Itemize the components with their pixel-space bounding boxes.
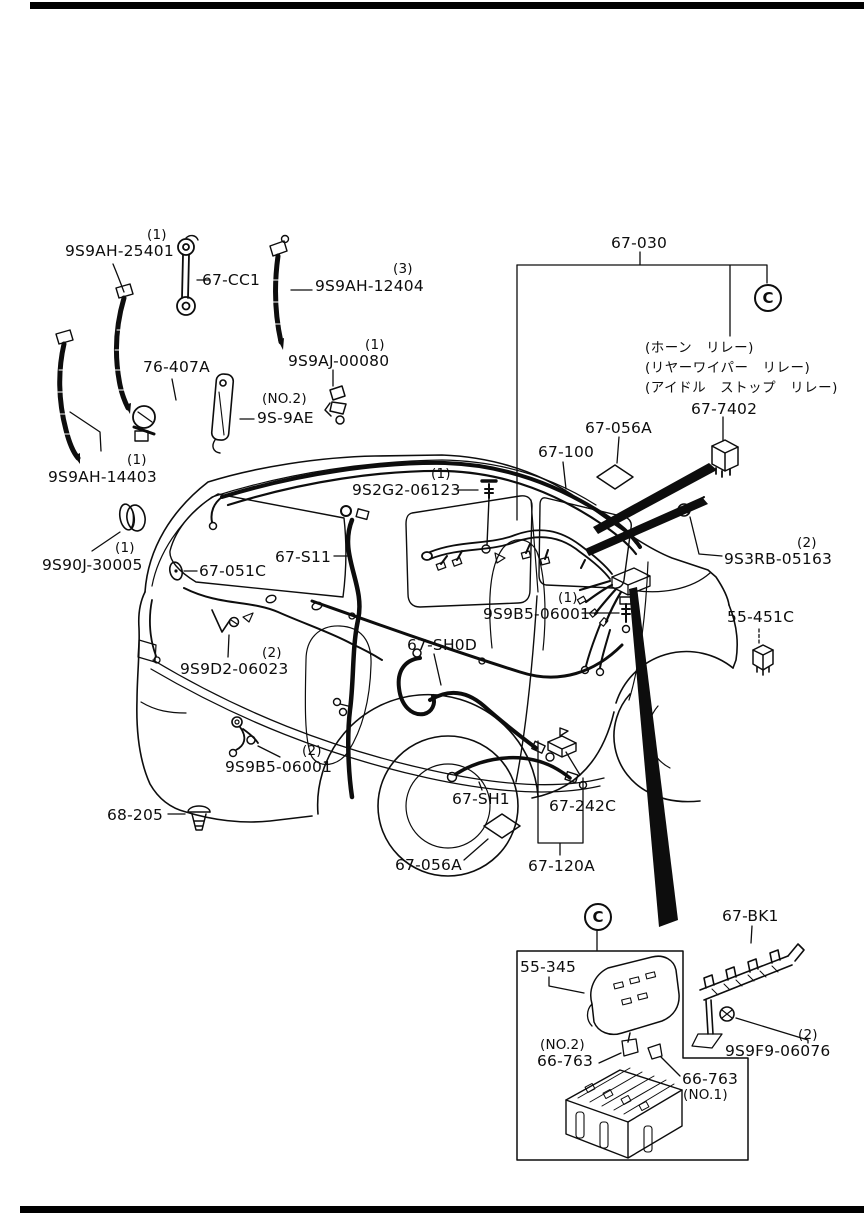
qty-9s9b5-06001-1: (1) xyxy=(558,590,578,606)
grommet-30005-icon xyxy=(118,503,146,532)
callout-67-056a-bottom: 67-056A xyxy=(395,856,462,874)
sh0d-harness xyxy=(396,648,555,762)
detail-marker-c-bottom: C xyxy=(584,903,612,931)
bk1-bracket xyxy=(691,943,805,1049)
relay-451c-icon xyxy=(752,644,774,676)
qty-9s9ah-14403: (1) xyxy=(127,452,147,468)
qty-9s9d2-06023: (2) xyxy=(262,645,282,661)
callout-9s9d2-06023: 9S9D2-06023 xyxy=(180,660,289,678)
qty-9s2g2-06123: (1) xyxy=(431,466,451,482)
qty-9s9f9-06076: (2) xyxy=(798,1027,818,1043)
callout-76-407a: 76-407A xyxy=(143,358,210,376)
strip-9ae-icon xyxy=(210,373,235,454)
callout-9s9b5-06001-2: 9S9B5-06001 xyxy=(225,758,333,776)
page-bottom-rule xyxy=(20,1206,864,1213)
qty-9s9ah-25401: (1) xyxy=(147,227,167,243)
qty-9s3rb-05163: (2) xyxy=(797,535,817,551)
callout-67-7402: 67-7402 xyxy=(691,400,758,418)
tie-12404-icon xyxy=(269,234,290,350)
detail-marker-c-top: C xyxy=(754,284,782,312)
callout-68-205: 68-205 xyxy=(107,806,164,824)
qty-9s9ah-12404: (3) xyxy=(393,261,413,277)
relay-7402-icon xyxy=(711,439,739,478)
callout-9s9aj-00080: 9S9AJ-00080 xyxy=(288,352,390,370)
callout-9s3rb-05163: 9S3RB-05163 xyxy=(724,550,833,568)
p68205-icon xyxy=(187,805,211,831)
link-cc1-icon xyxy=(176,234,199,316)
callout-67-sh0d: 67-SH0D xyxy=(407,636,478,654)
floor-harness xyxy=(310,599,624,679)
qty-9s-9ae: (NO.2) xyxy=(262,391,307,407)
detail-box xyxy=(516,950,749,1161)
fusebox xyxy=(565,1067,683,1159)
junction-cluster xyxy=(576,567,651,677)
callout-9s2g2-06123: 9S2G2-06123 xyxy=(352,481,461,499)
callout-55-345: 55-345 xyxy=(520,958,577,976)
p242c-icon xyxy=(547,727,577,758)
cabin-harness xyxy=(421,529,613,580)
clamp-407a-icon xyxy=(132,405,156,442)
callout-9s9f9-06076: 9S9F9-06076 xyxy=(725,1042,831,1060)
callout-67-sh1: 67-SH1 xyxy=(452,790,510,808)
qty-9s90j-30005: (1) xyxy=(115,540,135,556)
callout-9s9ah-25401: 9S9AH-25401 xyxy=(65,242,174,260)
callout-67-100: 67-100 xyxy=(538,443,595,461)
qty-66-763-no2: (NO.2) xyxy=(540,1037,585,1053)
rb-screw xyxy=(677,496,705,517)
relay-note-idle-stop: (アイドル ストップ リレー) xyxy=(645,380,838,396)
callout-9s9b5-06001-1: 9S9B5-06001 xyxy=(483,605,591,623)
qty-9s9b5-06001-2: (2) xyxy=(302,743,322,759)
callout-67-s11: 67-S11 xyxy=(275,548,332,566)
relay-notes: (ホーン リレー) (リヤーワイパー リレー) (アイドル ストップ リレー) xyxy=(645,338,838,398)
tie-25401-icon xyxy=(114,283,134,414)
callout-67-120a: 67-120A xyxy=(528,857,595,875)
callout-66-763-no2: 66-763 xyxy=(537,1052,594,1070)
callout-67-242c: 67-242C xyxy=(549,797,617,815)
relay-note-rear-wiper: (リヤーワイパー リレー) xyxy=(645,360,811,376)
callout-67-051c: 67-051C xyxy=(199,562,267,580)
callout-9s-9ae: 9S-9AE xyxy=(257,409,314,427)
page-top-rule xyxy=(30,2,864,9)
roof-harness xyxy=(208,460,642,556)
pointer-wedges xyxy=(585,463,717,927)
fusebox-cover xyxy=(586,955,680,1060)
o51c-harness xyxy=(149,561,383,664)
b5-rear-wires xyxy=(228,716,259,758)
callout-67-056a-top: 67-056A xyxy=(585,419,652,437)
callout-67-cc1: 67-CC1 xyxy=(202,271,261,289)
callout-66-763-no1: 66-763 xyxy=(682,1070,739,1088)
callout-9s9ah-14403: 9S9AH-14403 xyxy=(48,468,157,486)
qty-9s9aj-00080: (1) xyxy=(365,337,385,353)
callout-55-451c: 55-451C xyxy=(727,608,795,626)
callout-67-bk1: 67-BK1 xyxy=(722,907,779,925)
g2-screw xyxy=(480,479,506,564)
leader-lines xyxy=(69,251,809,1077)
tie-14403-icon xyxy=(55,329,81,464)
code-diamonds xyxy=(483,464,634,839)
callout-67-030: 67-030 xyxy=(611,234,668,252)
clip-00080-icon xyxy=(324,385,347,425)
relay-note-horn: (ホーン リレー) xyxy=(645,340,754,356)
qty-66-763-no1: (NO.1) xyxy=(683,1087,728,1103)
s11-harness xyxy=(332,505,370,800)
callout-9s90j-30005: 9S90J-30005 xyxy=(42,556,143,574)
callout-9s9ah-12404: 9S9AH-12404 xyxy=(315,277,424,295)
